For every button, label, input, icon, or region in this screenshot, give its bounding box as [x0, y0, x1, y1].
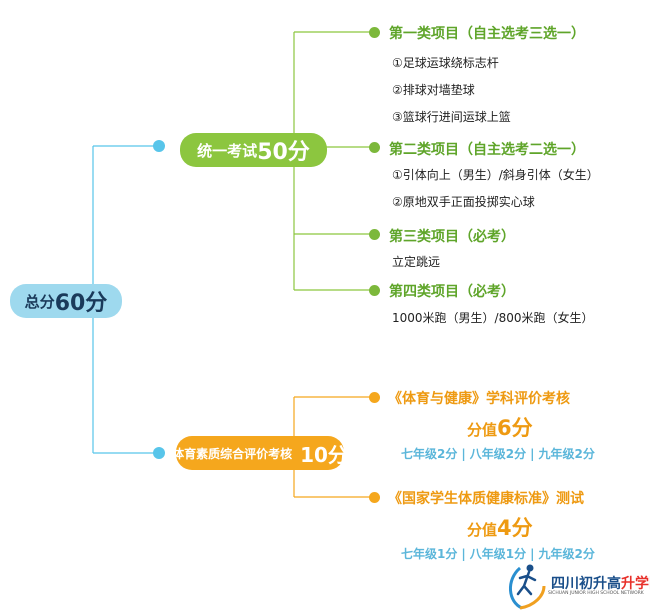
branch-node-comprehensive: 体育素质综合评价考核 10分: [172, 436, 348, 470]
category-title-6: 《国家学生体质健康标准》测试: [388, 491, 584, 507]
watermark-name-part1: 四川初升高: [551, 576, 621, 592]
category-dot: [369, 27, 380, 38]
grade-item: 九年级2分: [538, 447, 595, 461]
category-item: 1000米跑（男生）/800米跑（女生）: [392, 311, 594, 325]
branch-label: 统一考试: [197, 141, 258, 160]
category-title-4: 第四类项目（必考）: [389, 284, 515, 300]
grade-breakdown: 七年级2分|八年级2分|九年级2分: [401, 447, 595, 461]
watermark-subtitle: SICHUAN JUNIOR HIGH SCHOOL NETWORK: [548, 591, 644, 596]
branch-dot-1: [153, 140, 165, 152]
grade-item: 八年级1分: [469, 547, 527, 561]
category-item: 立定跳远: [392, 255, 441, 269]
grade-item: 七年级1分: [401, 547, 458, 561]
category-item: ①足球运球绕标志杆: [392, 56, 499, 70]
root-score: 60分: [54, 291, 108, 316]
category-title-1: 第一类项目（自主选考三选一）: [389, 26, 585, 42]
category-title-5: 《体育与健康》学科评价考核: [388, 391, 570, 407]
branch-label: 体育素质综合评价考核: [172, 446, 293, 461]
score-value: 6分: [497, 416, 533, 440]
category-score: 分值4分: [467, 512, 533, 542]
category-dot: [369, 492, 380, 503]
category-title-2: 第二类项目（自主选考二选一）: [389, 142, 585, 158]
category-item: ②原地双手正面投掷实心球: [392, 195, 535, 209]
watermark-name: 四川初升高升学网: [551, 573, 650, 593]
category-item: ①引体向上（男生）/斜身引体（女生）: [392, 168, 599, 182]
watermark-name-part2: 升学网: [621, 576, 650, 592]
grade-item: 八年级2分: [469, 447, 527, 461]
grade-breakdown: 七年级1分|八年级1分|九年级2分: [401, 547, 595, 561]
category-item: ②排球对墙垫球: [392, 83, 475, 97]
branch-score: 50分: [257, 140, 310, 165]
runner-logo-icon: [509, 564, 546, 610]
grade-item: 九年级2分: [538, 547, 595, 561]
score-value: 4分: [497, 516, 533, 540]
root-label: 总分: [24, 292, 55, 311]
branch-score: 10分: [300, 442, 348, 467]
branch-dot-2: [153, 447, 165, 459]
category-dot: [369, 142, 380, 153]
score-label: 分值: [467, 421, 498, 439]
category-dot: [369, 392, 380, 403]
category-score: 分值6分: [467, 412, 533, 442]
score-label: 分值: [467, 521, 498, 539]
category-dot: [369, 285, 380, 296]
category-title-3: 第三类项目（必考）: [389, 229, 515, 245]
grade-item: 七年级2分: [401, 447, 458, 461]
category-dot: [369, 229, 380, 240]
watermark-logo: 四川初升高升学网 SICHUAN JUNIOR HIGH SCHOOL NETW…: [500, 556, 650, 613]
category-item: ③篮球行进间运球上篮: [392, 110, 511, 124]
